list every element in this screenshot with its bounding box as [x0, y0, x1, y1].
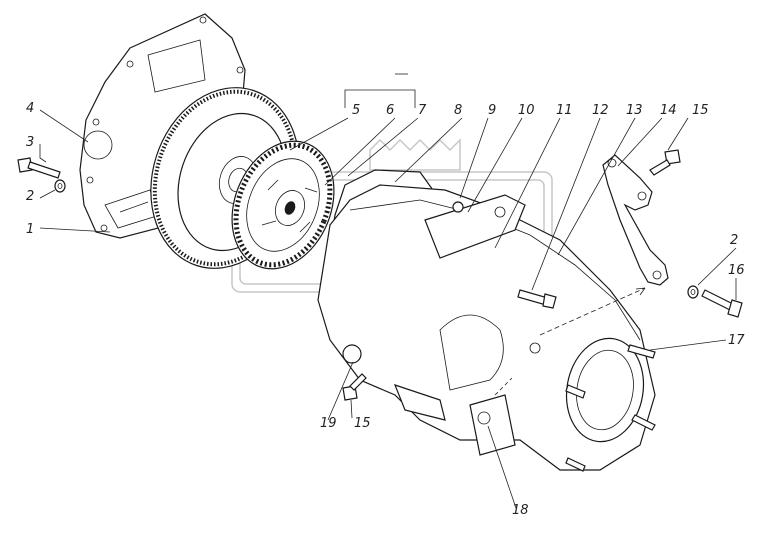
studs-17	[565, 344, 656, 472]
callout-6: 6	[386, 103, 394, 118]
callout-19: 19	[320, 416, 337, 431]
bolt-15-top	[649, 149, 681, 176]
leader-lines	[39, 109, 737, 509]
callout-16: 16	[728, 263, 745, 278]
callout-17: 17	[728, 333, 745, 348]
washer-2-right	[687, 285, 699, 299]
clutch-disc	[231, 140, 335, 270]
bolt-3	[17, 157, 61, 179]
callout-1: 1	[26, 222, 34, 237]
bolt-9	[452, 201, 464, 213]
bolt-15-bottom	[342, 373, 367, 401]
callout-18: 18	[512, 503, 529, 518]
callout-13: 13	[626, 103, 643, 118]
callout-9: 9	[488, 103, 496, 118]
callout-15-top: 15	[692, 103, 709, 118]
callout-7: 7	[418, 103, 427, 118]
bolt-16	[701, 289, 743, 318]
washer-2-left	[54, 179, 66, 193]
callout-4: 4	[26, 101, 34, 116]
callout-2-left: 2	[26, 189, 34, 204]
assembly-arrow	[539, 287, 646, 336]
callout-11: 11	[556, 103, 573, 118]
callout-8: 8	[454, 103, 462, 118]
clutch-housing	[317, 184, 656, 471]
callout-10: 10	[518, 103, 535, 118]
callout-15-bottom: 15	[354, 416, 371, 431]
callout-14: 14	[660, 103, 677, 118]
callout-2-right: 2	[730, 233, 738, 248]
bolt-11	[517, 289, 557, 309]
callout-labels: 1 2 3 4 5 6 7 8 9 10 11 12 13 14 15 2 16…	[26, 101, 745, 518]
callout-12: 12	[592, 103, 609, 118]
callout-5: 5	[352, 103, 360, 118]
callout-3: 3	[26, 135, 34, 150]
release-fork-bracket	[602, 154, 669, 286]
